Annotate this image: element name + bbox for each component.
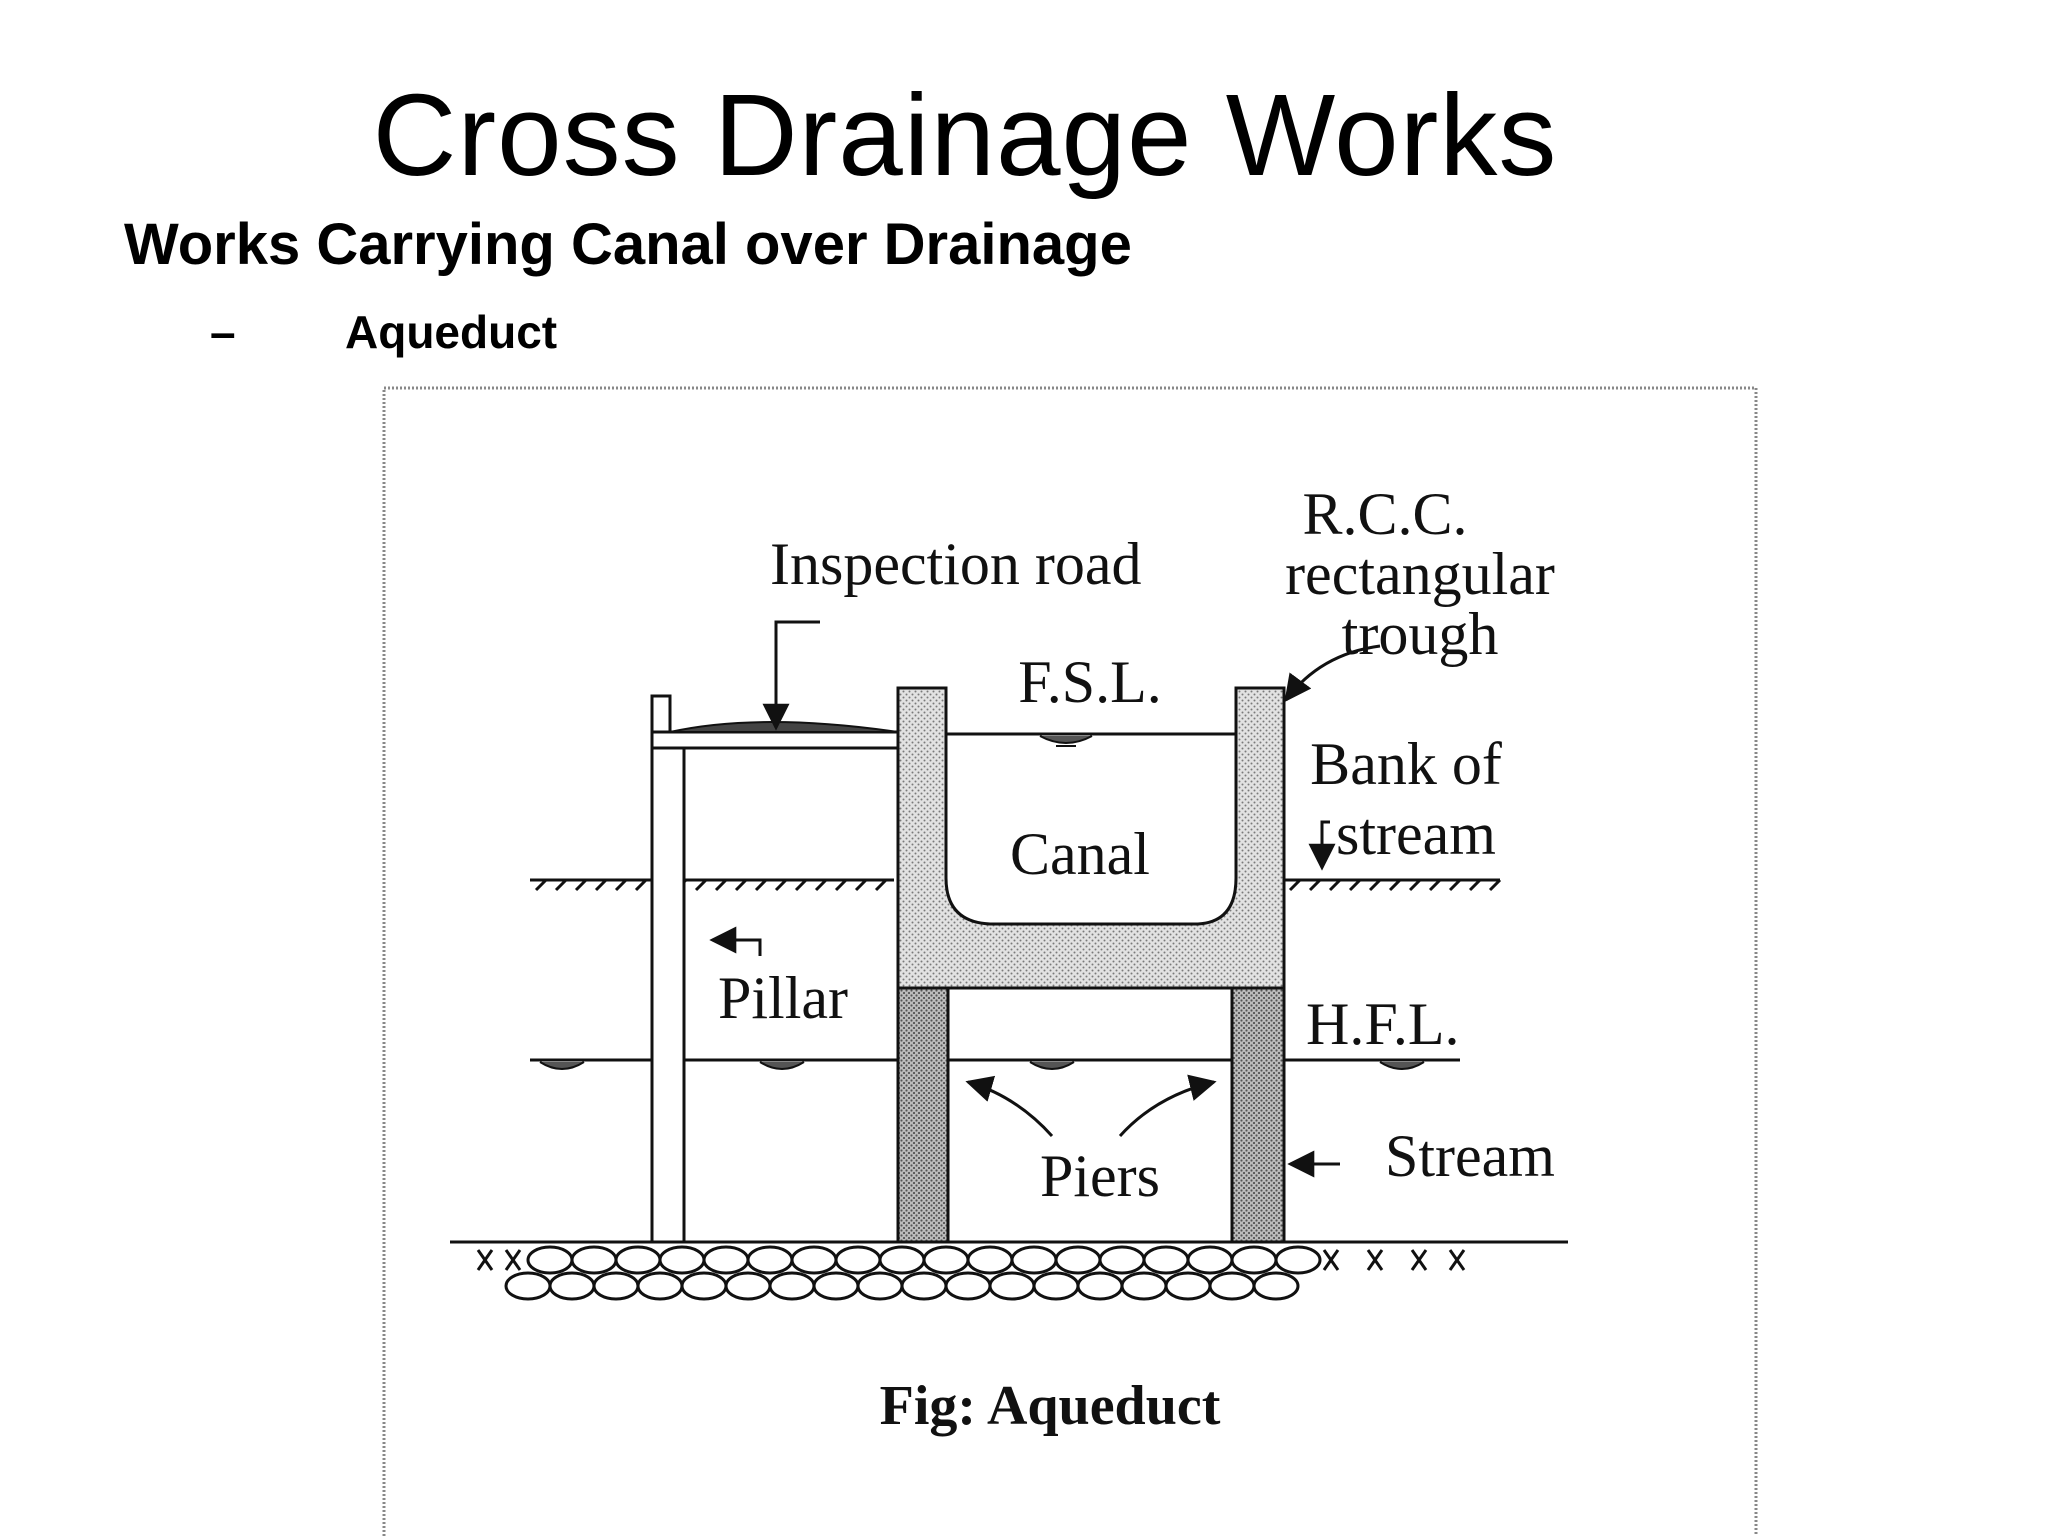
rcc-trough [896,686,1286,990]
aqueduct-figure: Inspection road R.C.C. rectangular troug… [380,384,1760,1536]
riverbed-x-marks [476,1249,1466,1271]
label-rcc-line1: R.C.C. [1302,481,1467,547]
bullet-dash: – [210,306,236,358]
label-rcc-line3: trough [1342,601,1499,667]
leader-arrows [709,620,1381,1178]
label-rcc-line2: rectangular [1285,541,1555,607]
riverbed-boulders [450,1240,1568,1301]
aqueduct-diagram: Inspection road R.C.C. rectangular troug… [382,386,1758,1536]
label-hfl: H.F.L. [1306,991,1460,1057]
label-piers: Piers [1040,1143,1160,1209]
label-bank-line2: stream [1336,801,1496,867]
pier-left [896,986,950,1244]
slide-subtitle: Works Carrying Canal over Drainage [124,212,1132,277]
fsl-water-line [946,732,1236,747]
ground-line-left [530,878,894,892]
slide-title: Cross Drainage Works [372,70,1558,200]
figure-caption: Fig: Aqueduct [880,1375,1221,1437]
label-stream: Stream [1385,1123,1555,1189]
ground-line-right [1283,878,1502,892]
label-canal: Canal [1010,821,1150,887]
label-fsl: F.S.L. [1018,649,1162,715]
bullet-aqueduct: Aqueduct [345,306,558,358]
label-bank-line1: Bank of [1310,731,1502,797]
label-pillar: Pillar [718,965,848,1031]
label-inspection-road: Inspection road [770,531,1142,597]
pier-right [1230,986,1286,1244]
pillar [650,694,900,1244]
